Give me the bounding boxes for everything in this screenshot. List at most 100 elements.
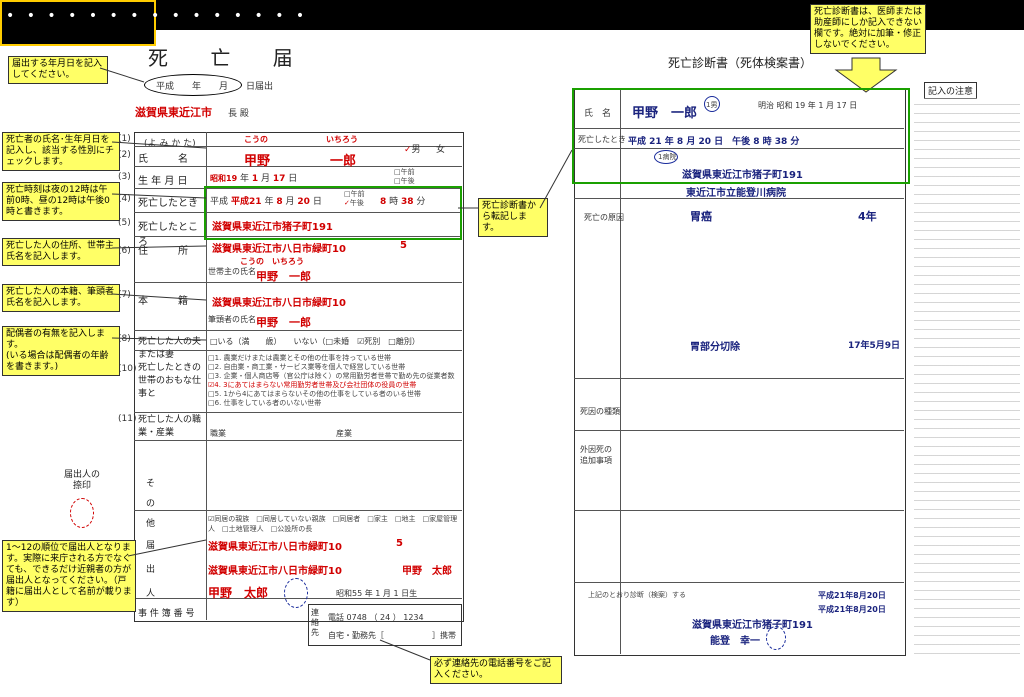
row-line: [574, 430, 904, 431]
cert-death-label: 死亡したとき: [578, 135, 626, 144]
note-reporter: 1～12の順位で届出人となります。実際に来庁される方でなくても、できるだけ近親者…: [2, 540, 136, 612]
row-num: (3): [118, 172, 131, 182]
row-label: 死亡したとき: [138, 198, 198, 209]
death-place: 滋賀県東近江市猪子町191: [212, 222, 333, 233]
notes-title: 記入の注意: [924, 82, 978, 99]
row-label: 事 件 簿 番 号: [138, 609, 195, 619]
row-num: (6): [118, 246, 131, 256]
row-line: [574, 198, 904, 199]
cert-reg-label: 上記のとおり診断（検案）する: [588, 591, 686, 599]
certificate-title: 死亡診断書（死体検案書）: [668, 56, 813, 70]
cert-death: 平成 21 年 8 月 20 日 午後 8 時 38 分: [628, 137, 800, 147]
note-date: 届出する年月日を記入してください。: [8, 56, 108, 84]
work-item[interactable]: □6. 仕事をしている者のいない世帯: [208, 399, 322, 407]
row-line: [134, 440, 462, 441]
cert-issue-date: 平成21年8月20日: [818, 605, 886, 614]
row-line: [134, 510, 462, 511]
cert-doctor: 能登 幸一: [710, 636, 760, 647]
note-doctor: 死亡診断書は、医師または助産師にしか記入できない欄です。絶対に加筆・修正しないで…: [810, 4, 926, 54]
reporter-options[interactable]: ☑同居の親族 □同居していない親族 □同居者 □家主 □地主 □家屋管理人 □土…: [208, 515, 458, 533]
row-line: [134, 412, 462, 413]
hittousha: 甲野 一郎: [256, 316, 311, 329]
reporter-honseki: 滋賀県東近江市八日市緑町10: [208, 566, 342, 577]
row-line: [134, 212, 462, 213]
death-ampm: □午前✓午後: [344, 190, 365, 207]
reporter-hittousha: 甲野 太郎: [402, 566, 452, 577]
death-hour: 8: [380, 197, 387, 207]
birth-day: 17: [272, 174, 286, 184]
sex-female[interactable]: 女: [436, 145, 446, 155]
work-item[interactable]: □1. 農業だけまたは農業とその他の仕事を持っている世帯: [208, 354, 391, 362]
work-item[interactable]: □3. 企業・個人商店等（官公庁は除く）の常用勤労者世帯で勤め先の従業者数: [208, 372, 455, 380]
form-title: 死 亡 届: [148, 46, 311, 70]
notes-column: [914, 98, 1020, 654]
cert-cause: 胃癌: [690, 210, 712, 223]
row-num: (5): [118, 218, 131, 228]
row-line: [134, 350, 462, 351]
work-item[interactable]: ☑4. 3にあてはまらない常用勤労者世帯及び会社団体の役員の世帯: [208, 381, 417, 389]
reporter-name: 甲野 太郎: [208, 586, 269, 600]
cert-diag-date: 平成21年8月20日: [818, 591, 886, 600]
row-label: 死亡した人の夫または妻: [138, 337, 202, 360]
transfer-highlight: [204, 186, 462, 240]
seal-mark: [284, 578, 308, 608]
row-num: (2): [118, 150, 131, 160]
row-label: 本 籍: [138, 296, 188, 307]
row-label: 届 出 人: [146, 541, 156, 599]
row-line: [574, 378, 904, 379]
householder-label: 世帯主の氏名: [208, 267, 256, 276]
industry-label: 産業: [336, 429, 352, 438]
address: 滋賀県東近江市八日市緑町10: [212, 244, 346, 255]
row-line: [134, 166, 462, 167]
row-label: 死亡したときの世帯のおもな仕事と: [138, 363, 202, 399]
occupation-label: 職業: [210, 429, 226, 438]
cert-place-address: 滋賀県東近江市猪子町191: [682, 170, 803, 181]
row-line: [574, 148, 904, 149]
householder: 甲野 一郎: [256, 270, 311, 283]
furigana-sei: こうの: [244, 135, 268, 144]
contact-label: 連絡先: [311, 608, 319, 637]
sex-male[interactable]: ✓男: [404, 145, 421, 155]
place-circle: [654, 150, 678, 164]
sex-circle: [704, 96, 720, 112]
note-honseki: 死亡した人の本籍、筆頭者氏名を記入します。: [2, 284, 120, 312]
address-furigana: こうの いちろう: [240, 257, 304, 266]
cert-surgery-date: 17年5月9日: [848, 341, 901, 351]
cert-name: 甲野 一郎: [632, 106, 698, 121]
address-banchi: 5: [400, 240, 407, 251]
row-label: 住 所: [138, 246, 188, 257]
row-label: 氏 名: [138, 154, 188, 165]
birth-month: 1: [251, 174, 259, 184]
cert-place-kind: 外因死の追加事項: [580, 445, 612, 465]
work-item[interactable]: □5. 1から4にあてはまらないその他の仕事をしている者のいる世帯: [208, 390, 421, 398]
cert-birth: 明治 昭和 19 年 1 月 17 日: [758, 101, 858, 110]
cert-name-label: 氏 名: [584, 109, 612, 119]
work-list: □1. 農業だけまたは農業とその他の仕事を持っている世帯 □2. 自由業・商工業…: [208, 354, 460, 408]
spouse-options[interactable]: □いる（満 歳） いない（□未婚 ☑死別 □離別）: [210, 337, 420, 346]
death-min: 38: [401, 197, 414, 207]
row-label: そ の 他: [146, 479, 156, 529]
contact-work: 自宅・勤務先［ ］携帯: [328, 631, 456, 640]
row-line: [134, 282, 462, 283]
seal-example: [70, 498, 94, 528]
row-num: (1): [118, 134, 131, 144]
date-circle: [144, 74, 242, 96]
death-era: 平成21: [231, 197, 262, 207]
death-month: 8: [276, 197, 283, 207]
cert-cause-label: 死亡の原因: [584, 213, 624, 222]
hittousha-label: 筆頭者の氏名: [208, 315, 256, 324]
contact-box: [308, 604, 462, 646]
row-label: 死亡した人の職業・産業: [138, 415, 202, 438]
birth-ampm: □午前□午後: [394, 168, 415, 185]
header-dots-box: [0, 0, 156, 46]
work-item[interactable]: □2. 自由業・商工業・サービス業等を個人で経営している世帯: [208, 363, 406, 371]
certificate-highlight: [572, 88, 910, 184]
note-name: 死亡者の氏名･生年月日を記入し、該当する性別にチェックします。: [2, 132, 120, 171]
row-num: (8): [118, 334, 131, 344]
note-spouse: 配偶者の有無を記入します。 (いる場合は配偶者の年齢を書きます。): [2, 326, 120, 376]
table-divider: [206, 132, 207, 620]
cert-period: 4年: [858, 210, 877, 223]
note-time: 死亡時刻は夜の12時は午前0時、昼の12時は午後0時と書きます。: [2, 182, 120, 221]
cert-death-kind: 死因の種類: [580, 407, 620, 416]
